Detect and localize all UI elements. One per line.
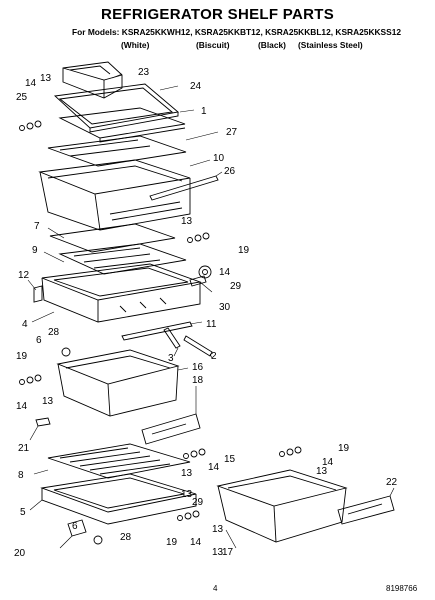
footer-part-number: 8198766 bbox=[386, 584, 418, 593]
callout-29b: 29 bbox=[192, 497, 204, 508]
callout-19b: 19 bbox=[16, 351, 28, 362]
callout-11: 11 bbox=[206, 319, 217, 330]
callout-6b: 6 bbox=[72, 521, 78, 532]
callout-24: 24 bbox=[190, 81, 202, 92]
callout-13d: 13 bbox=[181, 468, 193, 479]
callout-14f: 14 bbox=[190, 537, 202, 548]
callout-14b: 14 bbox=[219, 267, 231, 278]
callout-19c: 19 bbox=[338, 443, 350, 454]
callout-10: 10 bbox=[213, 153, 225, 164]
screws-and-washers bbox=[19, 120, 302, 545]
callout-23: 23 bbox=[138, 67, 150, 78]
callout-13: 13 bbox=[40, 73, 52, 84]
part-2-slide bbox=[183, 335, 213, 357]
callout-18: 18 bbox=[192, 375, 204, 386]
callout-14: 14 bbox=[25, 78, 37, 89]
callout-27: 27 bbox=[226, 127, 238, 138]
footer-page-number: 4 bbox=[213, 584, 218, 593]
variant-black: (Black) bbox=[258, 40, 286, 50]
callout-14e: 14 bbox=[322, 457, 334, 468]
variant-biscuit: (Biscuit) bbox=[196, 40, 230, 50]
callout-4: 4 bbox=[22, 319, 28, 330]
part-9-glass bbox=[58, 243, 187, 275]
callout-28b: 28 bbox=[120, 532, 132, 543]
page-title: REFRIGERATOR SHELF PARTS bbox=[100, 6, 335, 23]
callout-13f: 13 bbox=[181, 489, 193, 500]
part-17-drawer bbox=[216, 469, 348, 543]
part-21-clip bbox=[35, 417, 51, 427]
callout-21: 21 bbox=[18, 443, 30, 454]
callout-13b: 13 bbox=[181, 216, 193, 227]
variant-stainless: (Stainless Steel) bbox=[298, 40, 363, 50]
callout-13g: 13 bbox=[212, 524, 224, 535]
callout-20: 20 bbox=[14, 548, 26, 559]
callout-9: 9 bbox=[32, 245, 38, 256]
part-20-clip bbox=[67, 519, 87, 537]
part-27-glass bbox=[47, 135, 187, 167]
part-16-drawer bbox=[56, 349, 180, 417]
callout-19d: 19 bbox=[166, 537, 178, 548]
part-22-drawer-front bbox=[337, 495, 395, 525]
variant-white: (White) bbox=[121, 40, 150, 50]
callout-26: 26 bbox=[224, 166, 236, 177]
leader-lines bbox=[27, 73, 395, 549]
callout-15: 15 bbox=[224, 454, 236, 465]
callout-19: 19 bbox=[238, 245, 250, 256]
callout-13c: 13 bbox=[42, 396, 54, 407]
callout-14c: 14 bbox=[16, 401, 28, 412]
callout-30: 30 bbox=[219, 302, 231, 313]
part-3-slide bbox=[163, 327, 181, 349]
part-29-roller bbox=[198, 265, 212, 279]
callout-25: 25 bbox=[16, 92, 28, 103]
part-12-bracket bbox=[33, 285, 43, 303]
callout-14d: 14 bbox=[208, 462, 220, 473]
part-1-shelf-trim bbox=[58, 107, 186, 143]
callout-5: 5 bbox=[20, 507, 26, 518]
callout-7: 7 bbox=[34, 221, 40, 232]
callout-6: 6 bbox=[36, 335, 42, 346]
part-23-small-bin bbox=[62, 61, 123, 99]
part-4-frame bbox=[41, 263, 202, 323]
part-26-rod bbox=[149, 175, 219, 201]
part-11-rail bbox=[121, 321, 193, 341]
callout-28: 28 bbox=[48, 327, 60, 338]
callout-8: 8 bbox=[18, 470, 24, 481]
callout-17: 17 bbox=[222, 547, 234, 558]
part-8-wire-shelf bbox=[47, 443, 191, 479]
part-10-drawer bbox=[38, 159, 191, 231]
callout-1: 1 bbox=[201, 106, 207, 117]
callout-16: 16 bbox=[192, 362, 204, 373]
callout-29: 29 bbox=[230, 281, 242, 292]
callout-13h: 13 bbox=[212, 547, 224, 558]
callout-2: 2 bbox=[211, 351, 217, 362]
part-5-shelf-frame bbox=[40, 473, 197, 525]
models-line: For Models: KSRA25KKWH12, KSRA25KKBT12, … bbox=[72, 27, 402, 37]
part-30-hinge bbox=[189, 275, 207, 287]
part-7-sheet bbox=[49, 223, 176, 253]
callout-13e: 13 bbox=[316, 466, 328, 477]
callout-3: 3 bbox=[168, 353, 174, 364]
part-18-drawer-front bbox=[141, 413, 201, 445]
callout-12: 12 bbox=[18, 270, 30, 281]
callout-22: 22 bbox=[386, 477, 398, 488]
